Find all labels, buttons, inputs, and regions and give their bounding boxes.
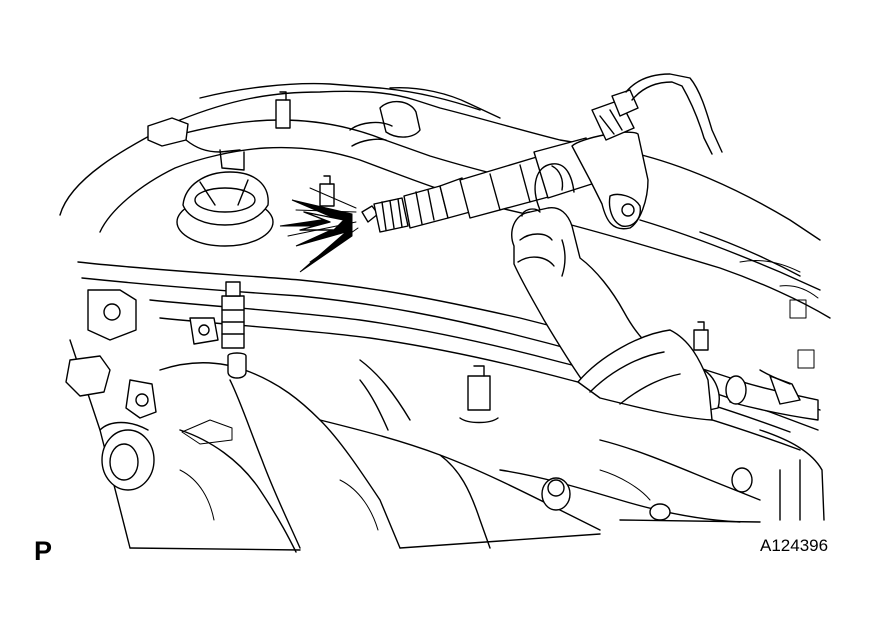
- intake-manifold-runner-6: [499, 469, 741, 523]
- intake-manifold-runner-7: [599, 439, 761, 501]
- cylinder-head-rear-lip: [389, 86, 501, 119]
- left-lower-arrow-mark: [181, 419, 233, 445]
- front-stud: [459, 365, 499, 424]
- cylinder-head-rear-edge: [199, 82, 481, 111]
- engine-block-drawing: [59, 82, 831, 553]
- right-end-detail: [789, 299, 815, 369]
- lower-edge: [129, 519, 761, 551]
- hand-icon: [511, 163, 720, 421]
- spark-plug-icon: [361, 177, 471, 233]
- oil-filler-cap: [176, 171, 274, 247]
- fuel-injector: [189, 281, 247, 379]
- cylinder-head-right-ridge: [699, 231, 801, 277]
- right-hose: [725, 369, 819, 421]
- front-bracket: [147, 117, 245, 171]
- cover-studs: [275, 91, 709, 351]
- manifold-inner-curves: [179, 469, 651, 531]
- head-cover-outline: [99, 146, 831, 319]
- left-mount-bracket: [65, 289, 157, 491]
- intake-manifold-runner-5: [179, 429, 297, 553]
- head-cover-top-ridge: [159, 119, 531, 183]
- intake-manifold-runner-1: [159, 362, 401, 549]
- intake-manifold-runner-8: [359, 359, 411, 431]
- cylinder-head-right-detail: [739, 259, 819, 299]
- view-code-label: P: [34, 536, 53, 566]
- cylinder-head-right-body: [639, 219, 821, 291]
- ignition-coil-icon: [459, 73, 723, 230]
- right-end-body: [759, 429, 825, 521]
- intake-manifold-runner-4: [439, 454, 491, 549]
- manifold-bolts: [541, 467, 753, 521]
- figure-id-label: A124396: [760, 536, 829, 555]
- pcv-hose: [349, 101, 421, 147]
- spark-icon: [279, 187, 359, 273]
- intake-manifold-runner-2: [229, 379, 301, 549]
